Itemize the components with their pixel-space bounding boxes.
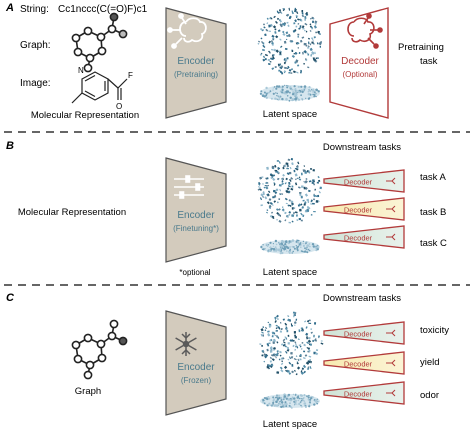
latent-disk-a bbox=[259, 84, 320, 102]
smiles-string: Cc1nccc(C(=O)F)c1 bbox=[58, 4, 148, 15]
task-c: task C bbox=[420, 238, 447, 249]
decoder-head-c-3: Decoder bbox=[323, 381, 405, 405]
network-icon-a bbox=[167, 13, 207, 49]
task-yield: yield bbox=[420, 357, 440, 368]
panel-b: B Downstream tasks Molecular Representat… bbox=[6, 140, 447, 278]
panel-letter-b: B bbox=[6, 140, 14, 152]
encoder-block-b bbox=[165, 157, 227, 263]
task-toxicity: toxicity bbox=[420, 325, 449, 336]
graph-label: Graph: bbox=[20, 40, 51, 51]
network-node-icon bbox=[386, 205, 396, 213]
atom-f: F bbox=[128, 71, 133, 80]
encoder-sub-a: (Pretraining) bbox=[174, 70, 218, 79]
decoder-head-label: Decoder bbox=[344, 390, 373, 399]
optional-note: *optional bbox=[179, 268, 210, 277]
decoder-head-b-3: Decoder bbox=[323, 225, 405, 249]
task-a: task A bbox=[420, 172, 447, 183]
task-odor: odor bbox=[420, 390, 439, 401]
encoder-sub-b: (Finetuning*) bbox=[173, 224, 219, 233]
mol-repr-label-b: Molecular Representation bbox=[18, 207, 126, 218]
mol-repr-label-a: Molecular Representation bbox=[31, 110, 139, 121]
network-node-icon bbox=[386, 233, 396, 241]
network-node-icon bbox=[386, 359, 396, 367]
encoder-label-c: Encoder bbox=[177, 362, 215, 373]
panel-c: C Downstream tasks Graph Encoder (Frozen… bbox=[6, 292, 449, 430]
decoder-label-a: Decoder bbox=[341, 56, 379, 67]
atom-n: N bbox=[78, 66, 84, 75]
encoder-sub-c: (Frozen) bbox=[181, 376, 212, 385]
pretraining-task-line2: task bbox=[420, 56, 438, 67]
decoder-head-label: Decoder bbox=[344, 178, 373, 187]
panel-letter-a: A bbox=[5, 2, 14, 14]
latent-cloud-c bbox=[259, 311, 324, 376]
latent-label-c: Latent space bbox=[263, 419, 317, 430]
latent-cloud-a bbox=[257, 7, 322, 75]
decoder-head-c-1: Decoder bbox=[323, 321, 405, 345]
sliders-icon bbox=[174, 175, 204, 199]
encoder-label-a: Encoder bbox=[177, 56, 215, 67]
pretraining-task-line1: Pretraining bbox=[398, 42, 444, 53]
latent-cloud-b bbox=[257, 157, 322, 224]
network-node-icon bbox=[386, 389, 396, 397]
panel-a: A String: Cc1nccc(C(=O)F)c1 Graph: Image… bbox=[5, 2, 444, 121]
decoder-head-label: Decoder bbox=[344, 206, 373, 215]
decoder-sub-a: (Optional) bbox=[342, 70, 377, 79]
encoder-label-b: Encoder bbox=[177, 210, 215, 221]
snowflake-icon bbox=[175, 332, 197, 356]
image-label: Image: bbox=[20, 78, 51, 89]
latent-label-b: Latent space bbox=[263, 267, 317, 278]
graph-label-c: Graph bbox=[75, 386, 101, 397]
decoder-head-label: Decoder bbox=[344, 360, 373, 369]
latent-label-a: Latent space bbox=[263, 109, 317, 120]
molecule-graph-a bbox=[71, 12, 128, 73]
string-label: String: bbox=[20, 4, 49, 15]
downstream-label-b: Downstream tasks bbox=[323, 142, 401, 153]
molecule-structure-a bbox=[71, 71, 128, 104]
encoder-block-c bbox=[165, 310, 227, 416]
decoder-head-b-1: Decoder bbox=[323, 169, 405, 193]
molecule-graph-c bbox=[71, 319, 128, 380]
encoder-block-a bbox=[165, 7, 227, 119]
decoder-head-b-2: Decoder bbox=[323, 197, 405, 221]
atom-o: O bbox=[116, 102, 122, 111]
downstream-label-c: Downstream tasks bbox=[323, 293, 401, 304]
network-icon-decoder bbox=[347, 13, 383, 49]
latent-disk-c bbox=[260, 393, 320, 409]
decoder-head-label: Decoder bbox=[344, 234, 373, 243]
panel-letter-c: C bbox=[6, 292, 15, 304]
task-b: task B bbox=[420, 207, 446, 218]
decoder-head-c-2: Decoder bbox=[323, 351, 405, 375]
network-node-icon bbox=[386, 329, 396, 337]
decoder-head-label: Decoder bbox=[344, 330, 373, 339]
network-node-icon bbox=[386, 177, 396, 185]
latent-disk-b bbox=[260, 239, 320, 255]
